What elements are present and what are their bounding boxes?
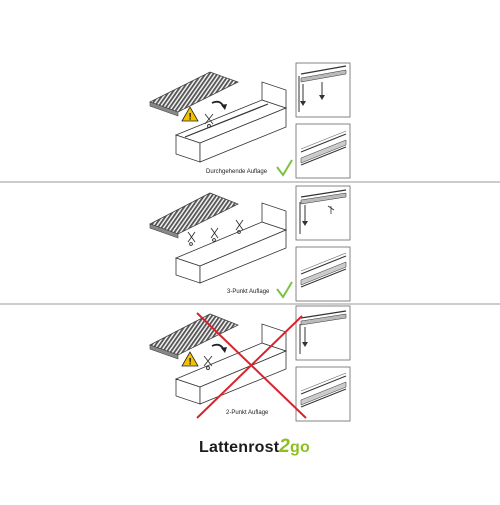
cross-icon	[196, 312, 307, 419]
headboard	[261, 202, 287, 231]
svg-text:!: !	[189, 112, 192, 122]
logo-suffix: go	[290, 439, 310, 456]
logo-two: 2	[279, 436, 291, 457]
warning-icon: !	[181, 351, 199, 367]
brand-logo: Lattenrost2go	[199, 436, 310, 458]
tool-icon	[204, 113, 214, 128]
headboard	[261, 81, 287, 109]
panel-3-detail-views	[295, 305, 351, 422]
panel-1-main-illustration: !	[148, 71, 288, 163]
svg-text:!: !	[189, 357, 192, 367]
tool-icon	[203, 355, 213, 370]
panel-3-main-illustration: !	[148, 313, 288, 405]
caption-continuous-support: Durchgehende Auflage	[206, 169, 268, 175]
warning-icon: !	[181, 106, 199, 122]
tool-icon	[187, 219, 244, 246]
slatted-frame	[148, 192, 239, 235]
panel-1-detail-views	[295, 62, 351, 179]
check-icon	[276, 281, 293, 299]
panel-2-main-illustration	[148, 192, 288, 284]
panel-2-detail-views	[295, 185, 351, 302]
logo-main: Lattenrost	[199, 439, 280, 456]
check-icon	[276, 159, 293, 177]
caption-2-point-support: 2-Punkt Auflage	[226, 410, 269, 416]
caption-3-point-support: 3-Punkt Auflage	[227, 289, 270, 295]
